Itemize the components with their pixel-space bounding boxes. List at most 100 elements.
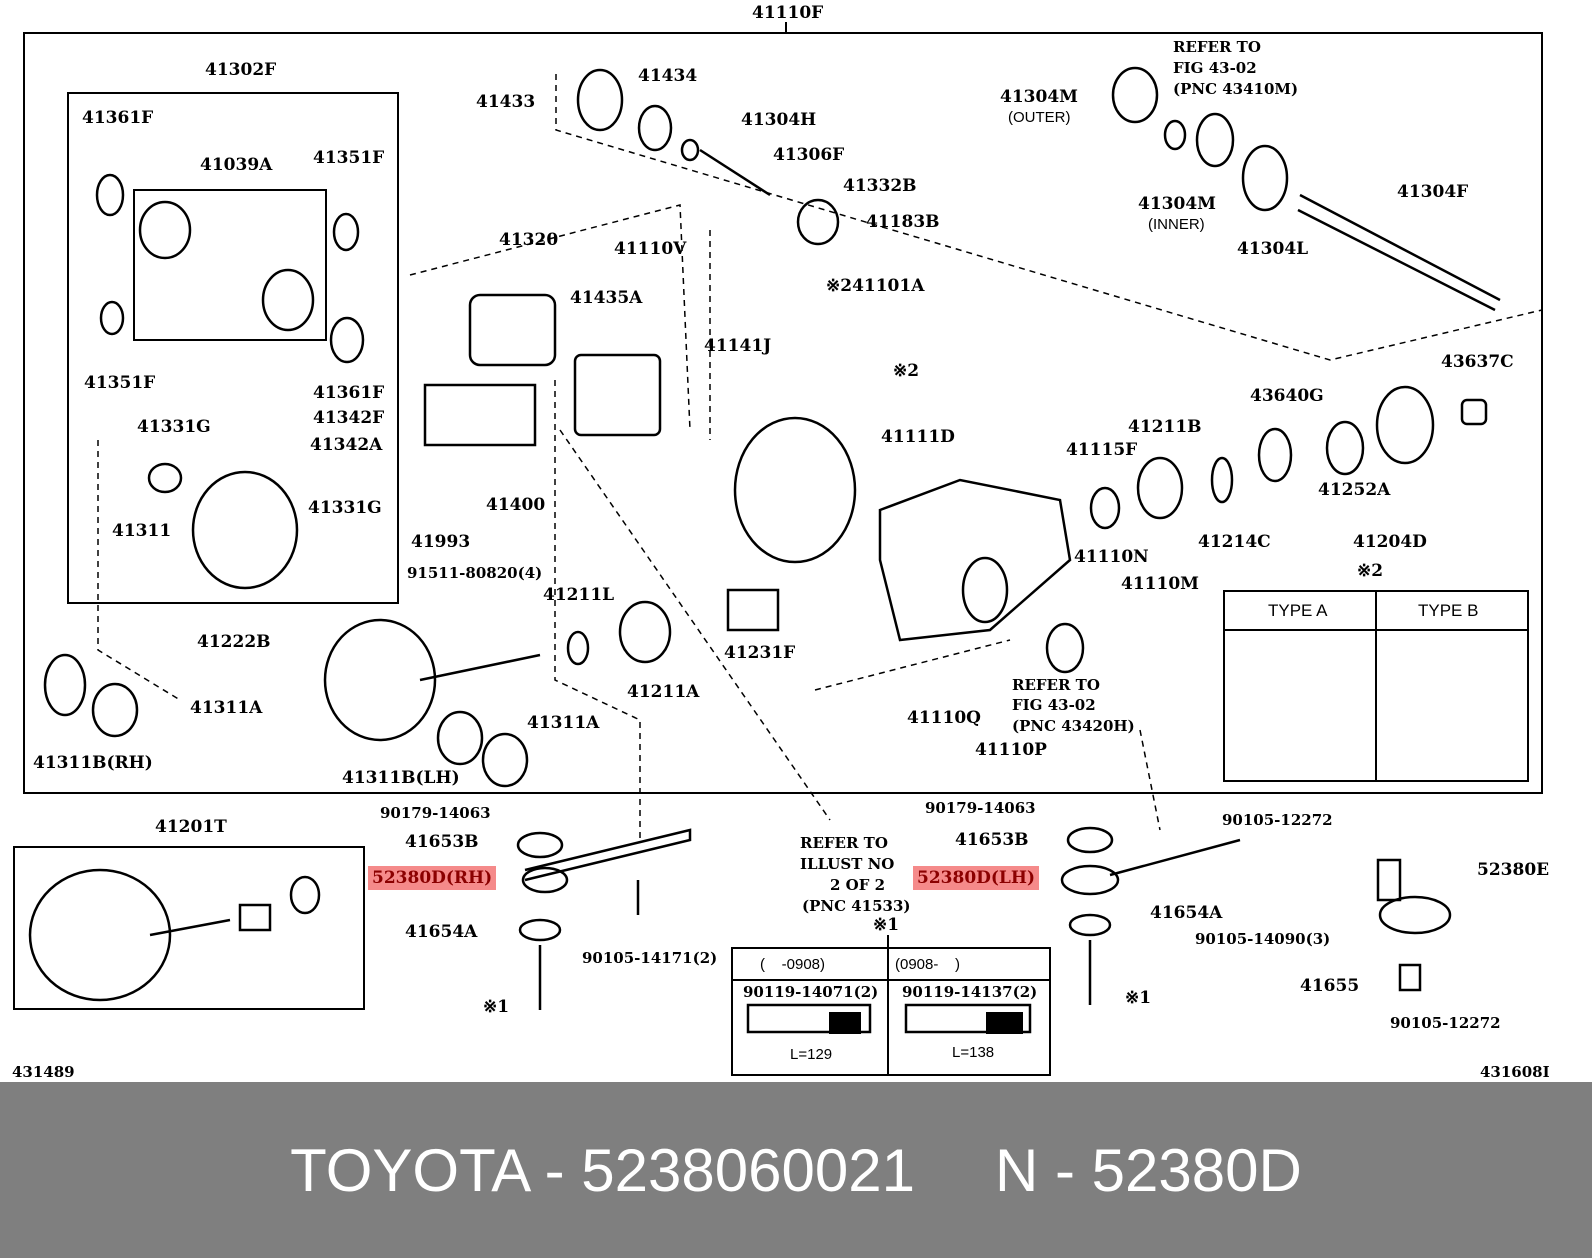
label: ※2 [1357,561,1384,581]
refer-note: (PNC 41533) [802,897,911,915]
label: 41201T [155,817,227,837]
label: 41110P [975,740,1047,760]
label: 41653B [405,832,479,852]
label: (OUTER) [1008,109,1071,126]
label: 41141J [704,336,772,356]
label: 90105-12272 [1390,1014,1501,1032]
label: 41204D [1353,532,1427,552]
refer-note: (PNC 43420H) [1012,717,1135,735]
label: 41304M [1138,194,1216,214]
label: 41311 [112,521,172,541]
label: 41351F [84,373,156,393]
label: 41039A [200,155,273,175]
highlighted-part-52380D-lh[interactable]: 52380D(LH) [913,866,1039,890]
label: 41993 [411,532,471,552]
refer-note: FIG 43-02 [1173,59,1257,77]
refer-note: REFER TO [800,834,888,852]
label: 41115F [1066,440,1138,460]
label: ※241101A [826,276,925,296]
label: 41351F [313,148,385,168]
label: 41342F [313,408,385,428]
type-a-header: TYPE A [1268,601,1328,620]
bolt-length-2: L=138 [952,1044,995,1061]
label: 41214C [1198,532,1271,552]
label: 41361F [313,383,385,403]
label: 41311B(LH) [342,768,460,788]
label: 41433 [476,92,536,112]
label: 41110V [614,239,687,259]
label: 43637C [1441,352,1514,372]
refer-note: 2 OF 2 [830,876,886,894]
label: 41331G [137,417,211,437]
label: 41304H [741,110,817,130]
refer-note: REFER TO [1173,38,1261,56]
label: 41311B(RH) [33,753,153,773]
refer-note: ILLUST NO [800,855,895,873]
diff-case-frame [67,92,399,604]
label: 41654A [405,922,478,942]
bolt-part-1: 90119-14071(2) [743,983,879,1001]
label-41110F: 41110F [752,3,824,23]
bolt-length-1: L=129 [790,1046,833,1063]
label: 41110N [1074,547,1149,567]
label: ※1 [873,915,900,935]
bolt-table [731,947,1051,1076]
type-b-header: TYPE B [1418,601,1479,620]
refer-note: FIG 43-02 [1012,696,1096,714]
label: 41231F [724,643,796,663]
label: 41434 [638,66,698,86]
label: 90105-14171(2) [582,949,718,967]
bolt-table-header-2: (0908- ) [895,956,961,973]
label: 41342A [310,435,383,455]
label: 41654A [1150,903,1223,923]
label: 41211L [543,585,615,605]
label: 41211A [627,682,700,702]
label: 91511-80820(4) [407,564,543,582]
label: 41320 [499,230,559,250]
label: 41211B [1128,417,1202,437]
label: 41361F [82,108,154,128]
label: 90105-14090(3) [1195,930,1331,948]
label: 41110M [1121,574,1199,594]
label: 41311A [190,698,263,718]
footer-pnc: N - 52380D [995,1136,1302,1204]
label: 41332B [843,176,917,196]
label: 41304L [1237,239,1309,259]
label: 41252A [1318,480,1391,500]
highlighted-part-52380D-rh[interactable]: 52380D(RH) [368,866,497,890]
label: 41655 [1300,976,1360,996]
diagram-id-right: 431608I [1480,1063,1550,1081]
diagram-id-left: 431489 [12,1063,75,1081]
label: 41435A [570,288,643,308]
exploded-diagram-art [13,22,1543,1076]
refer-note: REFER TO [1012,676,1100,694]
bolt-part-2: 90119-14137(2) [902,983,1038,1001]
label: 90179-14063 [925,799,1036,817]
label: 41400 [486,495,546,515]
footer-part-number: TOYOTA - 5238060021 [290,1136,915,1204]
ring-gear-frame [13,846,365,1010]
main-frame [23,32,1543,794]
label: ※1 [1125,988,1152,1008]
label: (INNER) [1148,216,1205,233]
label-41302F: 41302F [205,60,277,80]
label: 41306F [773,145,845,165]
label: 41331G [308,498,382,518]
label: 41110Q [907,708,981,728]
label: 41222B [197,632,271,652]
label: 41653B [955,830,1029,850]
label: 41304F [1397,182,1469,202]
label: 41111D [881,427,955,447]
label: 90105-12272 [1222,811,1333,829]
refer-note: (PNC 43410M) [1173,80,1299,98]
label: 52380E [1477,860,1550,880]
label: 41304M [1000,87,1078,107]
label: 43640G [1250,386,1324,406]
bolt-table-header-1: ( -0908) [760,956,826,973]
label: ※2 [893,361,920,381]
label: 90179-14063 [380,804,491,822]
label: 41183B [866,212,940,232]
label: ※1 [483,997,510,1017]
footer-bar: TOYOTA - 5238060021 N - 52380D [0,1082,1592,1258]
